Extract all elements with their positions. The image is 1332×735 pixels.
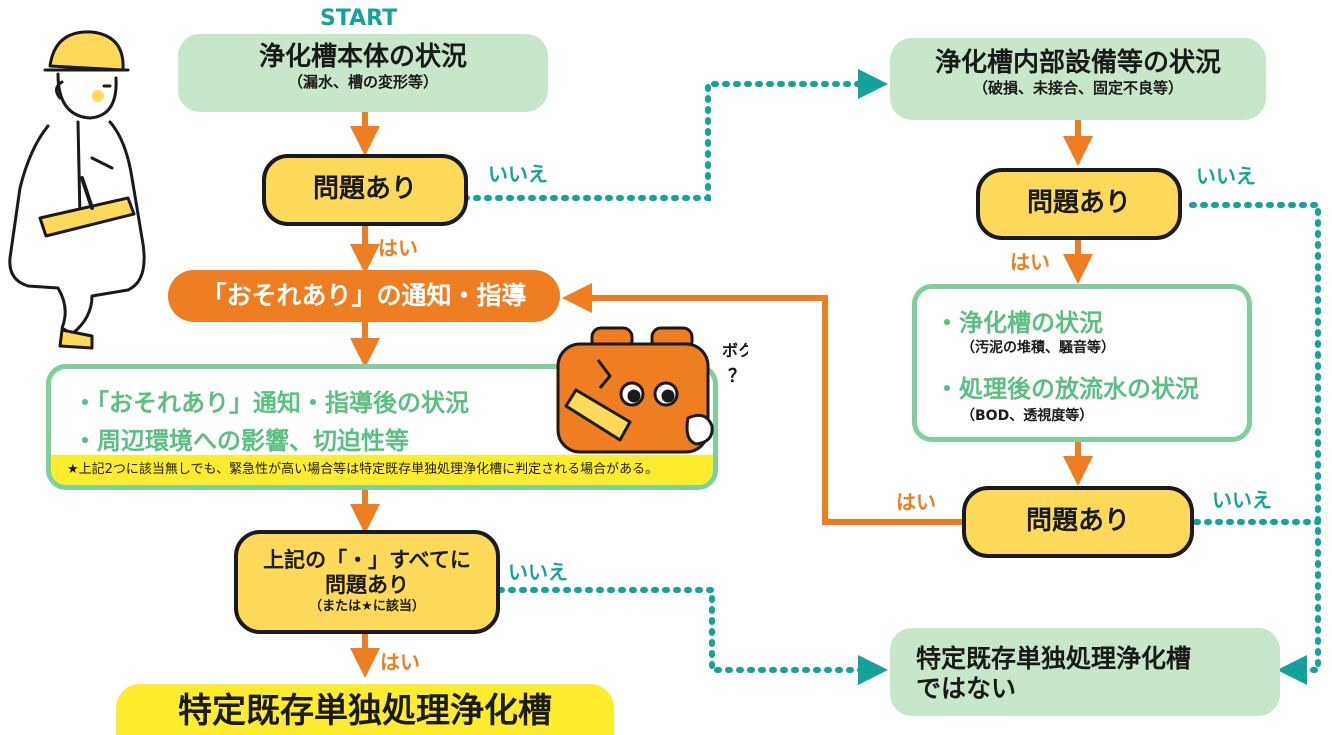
worker-illustration	[8, 30, 146, 350]
internal-equipment-box: 浄化槽内部設備等の状況 （破損、未接合、固定不良等）	[890, 38, 1266, 120]
status-item1: ・浄化槽の状況	[935, 309, 1103, 337]
main-body-subtitle: （漏水、槽の変形等）	[287, 73, 438, 92]
status-sub2: （BOD、透視度等）	[961, 408, 1094, 424]
decision-q3: 問題あり	[962, 486, 1194, 558]
notice-guidance-box: 「おそれあり」の通知・指導	[168, 270, 560, 322]
status-item2: ・処理後の放流水の状況	[935, 375, 1199, 403]
decision-q2-label: 問題あり	[1026, 188, 1131, 219]
decision-all-line2: 問題あり	[325, 572, 409, 597]
result-specified-tank: 特定既存単独処理浄化槽	[116, 684, 614, 735]
after-notice-item1: ・「おそれあり」通知・指導後の状況	[73, 389, 469, 417]
main-body-title: 浄化槽本体の状況	[258, 42, 467, 72]
after-notice-box: ・「おそれあり」通知・指導後の状況 ・周辺環境への影響、切迫性等 ★上記2つに該…	[46, 364, 718, 490]
decision-q2: 問題あり	[976, 168, 1182, 240]
helmet-icon	[48, 30, 125, 72]
label-yes-q3: はい	[896, 490, 936, 514]
decision-q1: 問題あり	[262, 154, 468, 226]
main-body-status-box: 浄化槽本体の状況 （漏水、槽の変形等）	[178, 34, 548, 112]
internal-equipment-title: 浄化槽内部設備等の状況	[934, 48, 1221, 78]
dotted-q1-to-internal	[462, 69, 888, 201]
label-no-q1: いいえ	[488, 162, 548, 186]
arrow-q3-back-to-notice	[562, 283, 962, 525]
status-check-box: ・浄化槽の状況 （汚泥の堆積、騒音等） ・処理後の放流水の状況 （BOD、透視度…	[912, 284, 1252, 442]
dotted-q2-to-result-no	[1189, 202, 1321, 685]
label-yes-q2: はい	[1010, 250, 1050, 274]
after-notice-note: ★上記2つに該当無しでも、緊急性が高い場合等は特定既存単独処理浄化槽に判定される…	[51, 455, 713, 485]
notice-guidance-label: 「おそれあり」の通知・指導	[201, 281, 527, 310]
label-no-all: いいえ	[508, 560, 568, 584]
label-no-q3: いいえ	[1212, 488, 1272, 512]
mascot-speech-1: ボク	[722, 341, 748, 360]
start-label: START	[320, 6, 398, 31]
decision-q3-label: 問題あり	[1025, 506, 1130, 537]
decision-all-line1: 上記の「・」すべてに	[263, 547, 471, 572]
decision-all: 上記の「・」すべてに 問題あり （または★に該当）	[234, 530, 500, 634]
result-specified-tank-label: 特定既存単独処理浄化槽	[178, 691, 552, 731]
result-not-specified: 特定既存単独処理浄化槽 ではない	[890, 628, 1280, 716]
label-no-q2: いいえ	[1196, 164, 1256, 188]
result-not-specified-line1: 特定既存単独処理浄化槽	[916, 644, 1192, 673]
result-not-specified-line2: ではない	[916, 674, 1017, 703]
internal-equipment-subtitle: （破損、未接合、固定不良等）	[972, 79, 1183, 98]
dotted-qall-to-result-no	[497, 587, 888, 685]
decision-q1-label: 問題あり	[312, 174, 417, 205]
decision-all-line3: （または★に該当）	[309, 599, 425, 615]
label-yes-q1: はい	[378, 236, 418, 260]
mascot-speech-2: ？	[728, 366, 746, 387]
after-notice-item2: ・周辺環境への影響、切迫性等	[73, 427, 409, 455]
label-yes-all: はい	[380, 650, 420, 674]
septic-tank-mascot: ボク ？	[556, 326, 748, 454]
status-sub1: （汚泥の堆積、騒音等）	[961, 340, 1115, 356]
